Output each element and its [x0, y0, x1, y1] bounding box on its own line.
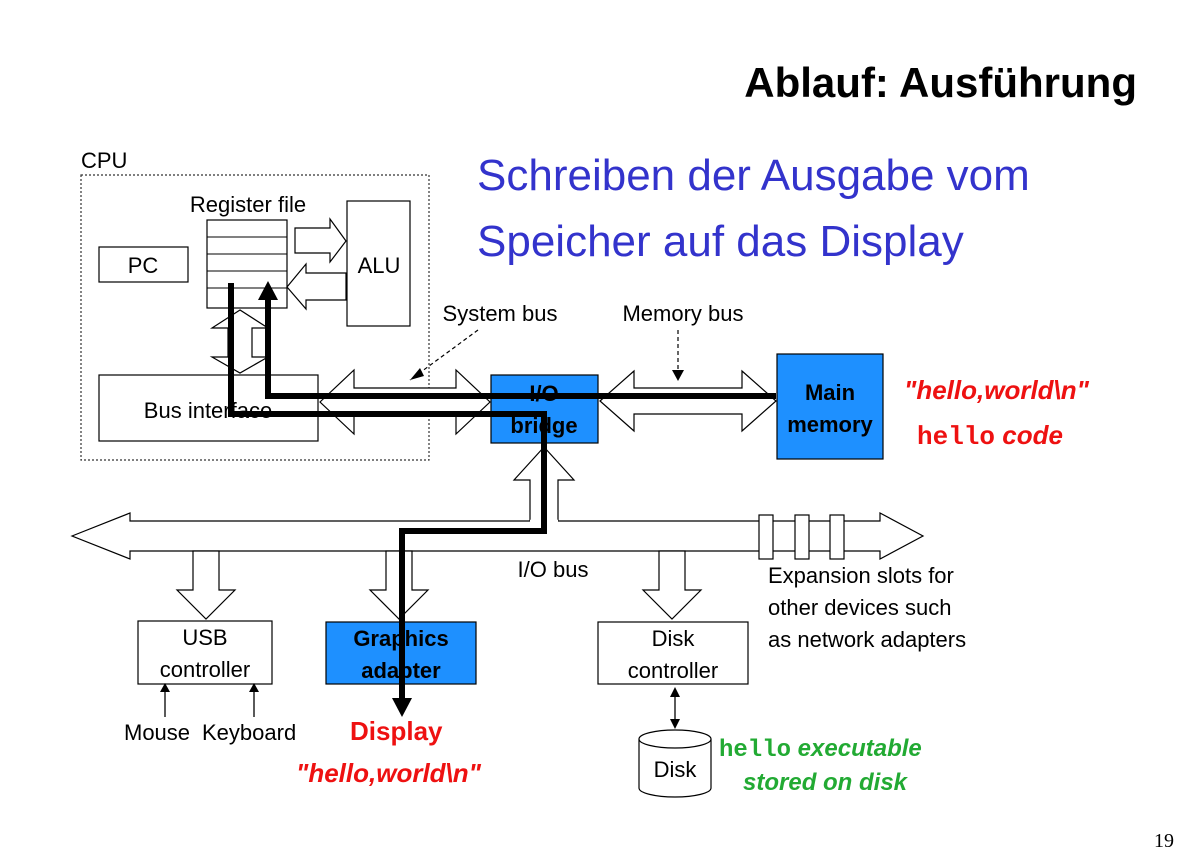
subtitle-line-2: Speicher auf das Display	[477, 217, 964, 266]
disk-controller-box	[597, 621, 749, 685]
bus-interface-label: Bus interface	[144, 398, 272, 423]
mouse-arrow-head	[160, 683, 170, 692]
bus-interface-box	[98, 374, 319, 442]
memory-code-label: hello code	[917, 420, 1063, 452]
register-file-label: Register file	[190, 192, 306, 217]
stored-label: stored on disk	[743, 769, 909, 796]
cpu-boundary	[80, 174, 430, 461]
pc-register	[98, 246, 189, 283]
display-label: Display	[350, 716, 443, 746]
pc-label: PC	[128, 253, 159, 278]
disk-controller-label-1: Disk	[652, 626, 696, 651]
display-string: "hello,world\n"	[296, 758, 482, 788]
alu-to-regfile-arrow	[286, 262, 347, 311]
disk-link-head-up	[670, 687, 680, 697]
main-memory-box	[776, 353, 884, 460]
expansion-label-3: as network adapters	[768, 627, 966, 652]
usb-label-1: USB	[182, 625, 227, 650]
expansion-slots	[758, 514, 845, 560]
memory-bus-pointer-head	[672, 370, 684, 381]
usb-drop-arrow	[175, 550, 237, 620]
memory-code-mono: hello	[917, 422, 995, 452]
main-memory-label-2: memory	[787, 412, 873, 437]
io-bus-arrow	[70, 511, 925, 561]
system-bus-label: System bus	[443, 301, 558, 326]
usb-controller-box	[137, 620, 273, 685]
keyboard-arrow-head	[249, 683, 259, 692]
executable-text: executable	[791, 735, 922, 762]
expansion-label-2: other devices such	[768, 595, 951, 620]
system-bus-pointer-head	[410, 368, 424, 380]
keyboard-label: Keyboard	[202, 720, 296, 745]
output-flow-path	[228, 281, 776, 717]
memory-bus-label: Memory bus	[622, 301, 743, 326]
memory-string: "hello,world\n"	[904, 375, 1090, 405]
alu-box	[346, 200, 411, 327]
system-bus-arrow	[319, 368, 491, 436]
disk-controller-label-2: controller	[628, 658, 718, 683]
executable-mono: hello	[719, 737, 791, 764]
expansion-label-1: Expansion slots for	[768, 563, 954, 588]
slide-title: Ablauf: Ausführung	[744, 59, 1137, 106]
executable-label: hello executable	[719, 735, 922, 764]
alu-label: ALU	[358, 253, 401, 278]
mouse-label: Mouse	[124, 720, 190, 745]
memory-bus-arrow	[599, 369, 777, 433]
regfile-to-alu-arrow	[294, 217, 347, 264]
cpu-label: CPU	[81, 148, 127, 173]
disk-drop-arrow	[641, 550, 703, 620]
usb-label-2: controller	[160, 657, 250, 682]
disk-cylinder	[638, 729, 712, 798]
main-memory-label-1: Main	[805, 380, 855, 405]
disk-link-head-down	[670, 719, 680, 729]
regfile-bus-arrow	[209, 309, 271, 374]
disk-label: Disk	[654, 757, 698, 782]
page-number: 19	[1154, 830, 1174, 852]
memory-code-text: code	[995, 420, 1063, 450]
io-bus-label: I/O bus	[518, 557, 589, 582]
subtitle-line-1: Schreiben der Ausgabe vom	[477, 151, 1030, 200]
